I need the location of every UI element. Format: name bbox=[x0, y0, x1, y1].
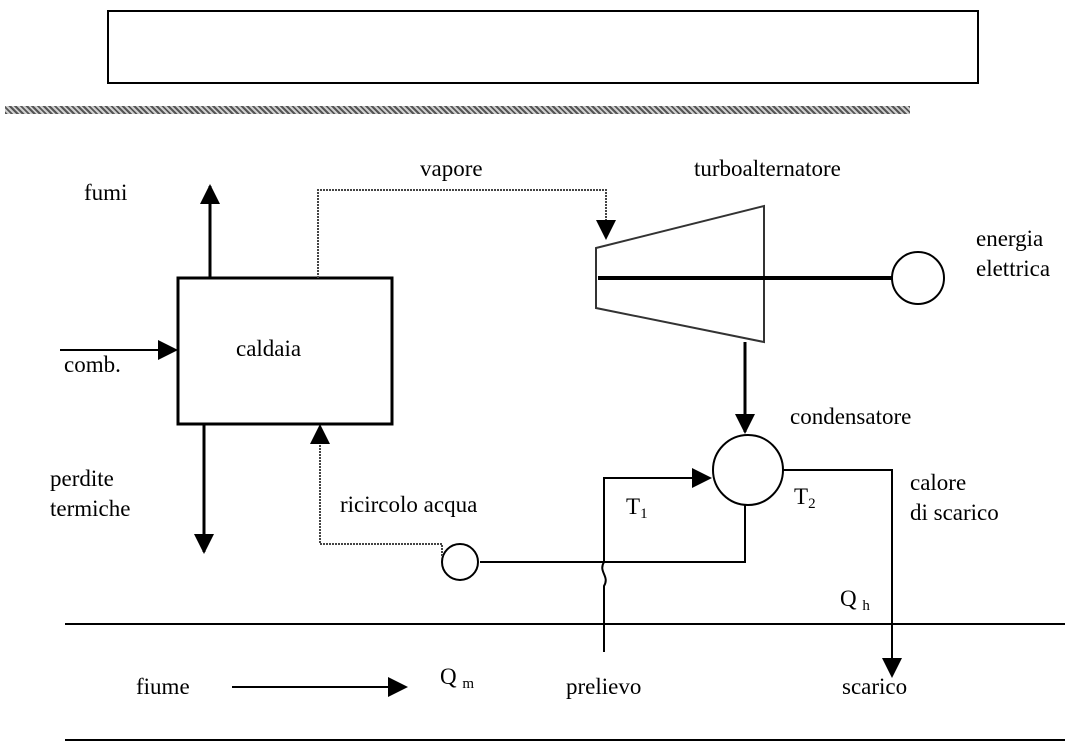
label-condensatore: condensatore bbox=[790, 404, 912, 429]
cooling-inlet-line bbox=[603, 468, 712, 562]
label-fumi: fumi bbox=[84, 180, 128, 205]
label-ricircolo-acqua: ricircolo acqua bbox=[340, 492, 478, 517]
label-di-scarico: di scarico bbox=[910, 500, 999, 525]
pipe-crossing-break bbox=[601, 561, 607, 652]
turbine-shape bbox=[595, 204, 765, 344]
label-scarico: scarico bbox=[842, 674, 908, 699]
recirculation-line bbox=[480, 505, 746, 563]
label-calore: calore bbox=[910, 470, 967, 495]
cooling-outlet-line bbox=[783, 469, 902, 678]
label-termiche: termiche bbox=[50, 496, 131, 521]
hatched-divider bbox=[5, 106, 910, 114]
label-qm: Q m bbox=[440, 664, 475, 692]
caldaia-box bbox=[176, 276, 394, 426]
pump-to-boiler-line bbox=[310, 424, 443, 556]
generator-circle bbox=[891, 251, 945, 305]
label-fiume: fiume bbox=[136, 674, 190, 699]
label-energia: energia bbox=[976, 226, 1044, 251]
label-elettrica: elettrica bbox=[976, 256, 1051, 281]
label-prelievo: prelievo bbox=[566, 674, 642, 699]
label-qh: Q h bbox=[840, 586, 870, 614]
label-turboalternatore: turboalternatore bbox=[694, 156, 841, 181]
title-box bbox=[107, 10, 979, 84]
label-vapore: vapore bbox=[420, 156, 483, 181]
label-caldaia: caldaia bbox=[236, 336, 302, 361]
label-comb: comb. bbox=[64, 352, 121, 377]
condenser-circle bbox=[712, 434, 784, 506]
label-t2: T2 bbox=[794, 484, 816, 512]
label-t1: T1 bbox=[626, 494, 648, 522]
label-perdite: perdite bbox=[50, 466, 114, 491]
vapore-line bbox=[317, 189, 616, 278]
pump-circle bbox=[441, 543, 479, 581]
